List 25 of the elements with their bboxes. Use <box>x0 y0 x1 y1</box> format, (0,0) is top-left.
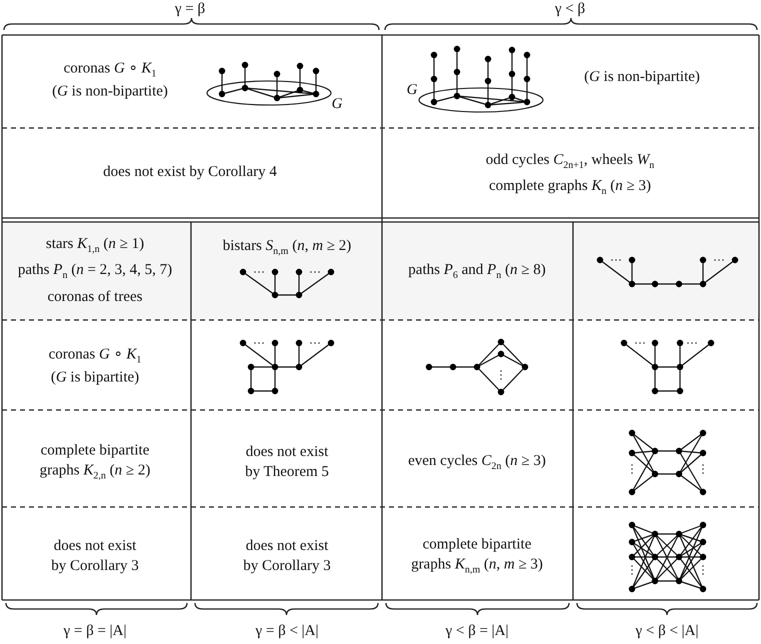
brace-label: γ < β < |A| <box>635 622 699 641</box>
cell-text: stars K$_{1,n}$ (n ≥ 1) <box>46 234 144 256</box>
cell-text: does not exist by Corollary 3 <box>243 536 331 576</box>
graph-label: G <box>406 80 418 100</box>
cell-text: does not exist by Corollary 3 <box>51 536 139 576</box>
cell-text: complete bipartite graphs K$_{2,n}$ (n ≥ 2) <box>40 442 150 484</box>
cell-text: bistars S$_{n,m}$ (n, m ≥ 2) <box>222 236 352 258</box>
brace-label: γ < β = |A| <box>445 622 509 641</box>
cell-text: complete bipartite graphs K$_{n,m}$ (n, m ≥ 3) <box>411 536 543 578</box>
graph-label: G <box>332 94 342 114</box>
cell-text: coronas of trees <box>48 288 142 307</box>
cell-text: even cycles C$_{2n}$ (n ≥ 3) <box>408 452 546 474</box>
cell-text: odd cycles C$_{2n+1}$, wheels W$_{n}$ <box>486 150 654 172</box>
brace-label: γ = β = |A| <box>63 622 127 641</box>
cell-text: coronas G ∘ K$_{1}$ (G is bipartite) <box>48 346 142 388</box>
cell-text: (G is non-bipartite) <box>584 68 700 87</box>
brace-label: γ = β < |A| <box>255 622 319 641</box>
cell-text: does not exist by Corollary 4 <box>103 162 277 182</box>
brace-label: γ = β <box>174 0 206 19</box>
brace-label: γ < β <box>554 0 586 19</box>
cell-text: paths P$_{n}$ (n = 2, 3, 4, 5, 7) <box>18 260 172 282</box>
cell-text: coronas G ∘ K$_{1}$ (G is non-bipartite) <box>52 60 168 102</box>
cell-text: paths P$_{6}$ and P$_{n}$ (n ≥ 8) <box>408 260 546 282</box>
cell-text: does not exist by Theorem 5 <box>245 442 329 482</box>
cell-text: complete graphs K$_{n}$ (n ≥ 3) <box>489 176 651 198</box>
